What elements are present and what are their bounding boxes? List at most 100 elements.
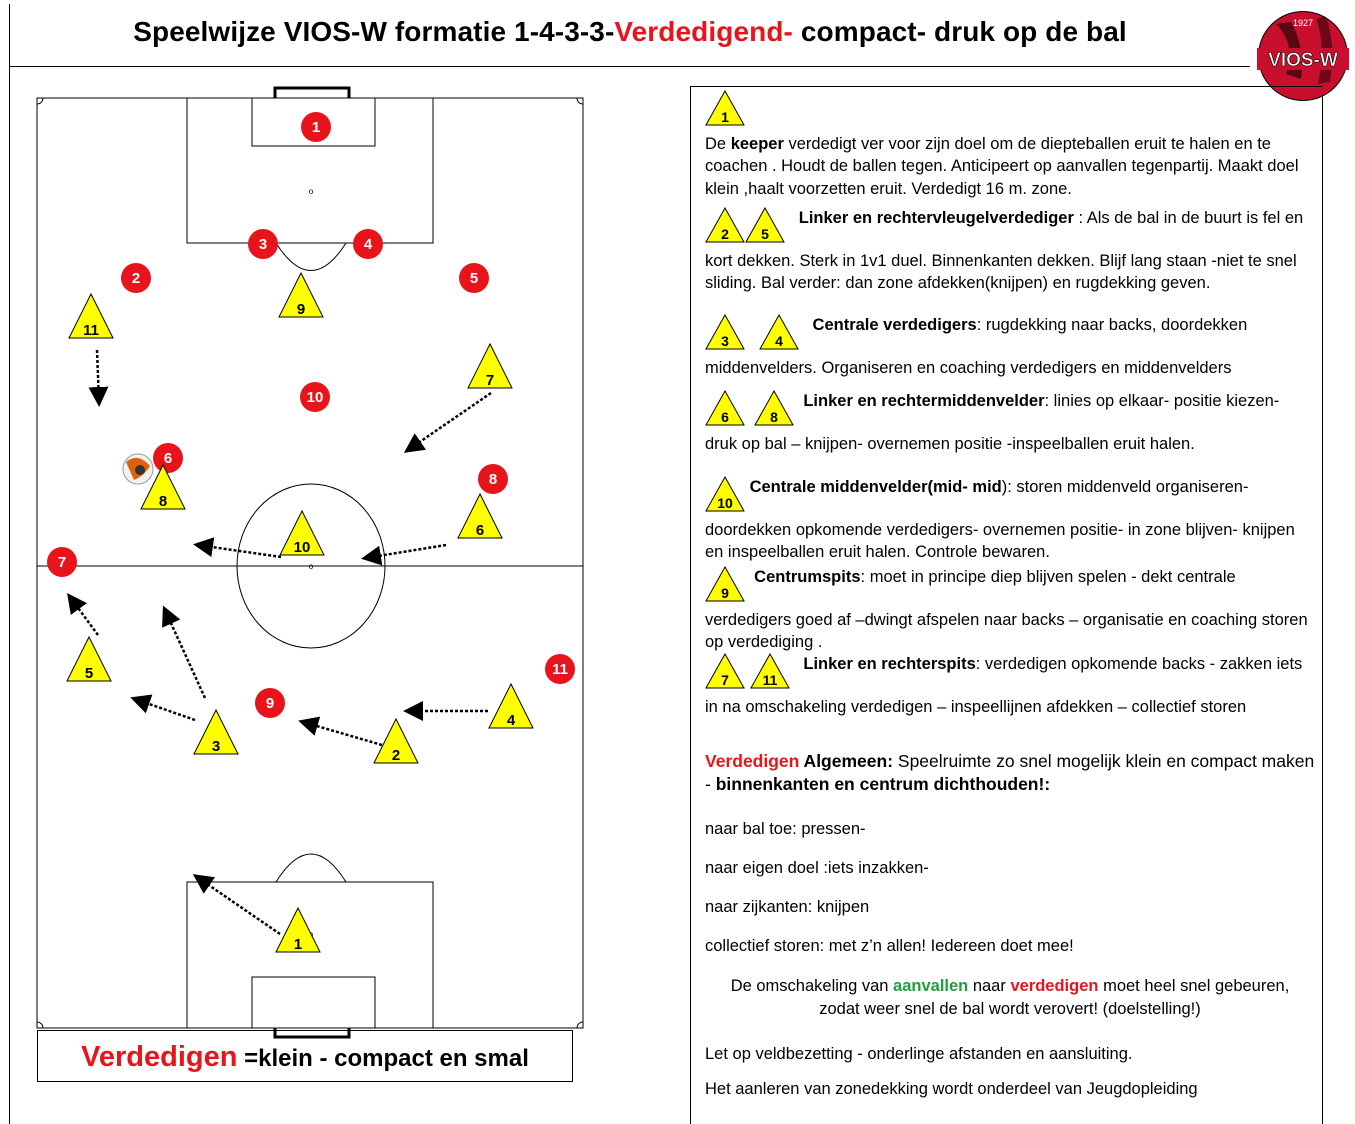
wingers-paragraph: 7 11 Linker en rechterspits: verdedigen … [705,652,1303,716]
rule-press: naar bal toe: pressen- [705,820,866,838]
svg-text:4: 4 [775,333,783,349]
central-mid-paragraph: 10 Centrale middenvelder(mid- mid): stor… [705,475,1295,561]
movement-arrow [162,605,207,699]
movement-arrow [88,349,109,407]
red-player-7: 7 [47,547,77,577]
yellow-player-9: 9 [278,271,324,318]
explanation-panel [690,86,1322,1124]
yellow-player-4: 4 [488,682,534,729]
rule-drop: naar eigen doel :iets inzakken- [705,859,929,877]
red-player-11: 11 [545,654,575,684]
yellow-player-11: 11 [68,292,114,339]
tri-7: 7 [705,652,745,696]
center-circle [236,483,386,649]
svg-text:7: 7 [58,554,66,571]
movement-arrow [192,874,281,936]
bottom-goal [273,1028,351,1039]
svg-text:5: 5 [470,270,478,287]
svg-text:2: 2 [132,270,140,287]
svg-text:5: 5 [85,665,93,682]
caption-box: Verdedigen =klein - compact en smal [37,1030,573,1082]
rule-squeeze: naar zijkanten: knijpen [705,898,870,916]
ball-icon [122,453,154,485]
red-player-1: 1 [301,112,331,142]
svg-text:7: 7 [486,372,494,389]
svg-text:1: 1 [721,109,729,125]
yellow-player-6: 6 [457,492,503,539]
midfielders-paragraph: 6 8 Linker en rechtermiddenvelder: linie… [705,389,1280,453]
centre-backs-paragraph: 3 4 Centrale verdedigers: rugdekking naa… [705,313,1248,377]
page-title: Speelwijze VIOS-W formatie 1-4-3-3-Verde… [133,16,1127,47]
red-player-5: 5 [459,263,489,293]
tri-5: 5 [745,206,785,250]
svg-text:4: 4 [364,236,373,253]
svg-text:VIOS-W: VIOS-W [1268,50,1338,71]
title-underline [10,66,1250,67]
frame-right-border [1322,86,1323,1124]
tri-11: 11 [749,652,790,696]
yellow-player-7: 7 [467,342,513,389]
svg-text:o: o [309,562,314,571]
yellow-player-8: 8 [140,463,186,510]
svg-text:o: o [309,187,314,196]
tri-9: 9 [705,565,745,609]
red-player-6: 6 [153,443,183,473]
svg-text:4: 4 [507,712,516,729]
rule-collective: collectief storen: met z’n allen! Iedere… [705,937,1074,955]
top-goal [273,86,351,98]
svg-text:1: 1 [312,119,320,136]
tri-2: 2 [705,206,745,250]
tri-1: 1 [705,89,745,133]
general-paragraph: Verdedigen Algemeen: Speelruimte zo snel… [705,751,1315,794]
movement-arrow [361,543,447,566]
svg-text:1: 1 [294,936,302,953]
bottom-penalty-area [186,881,434,1029]
tri-10: 10 [705,475,745,519]
svg-text:9: 9 [266,695,274,712]
movement-arrow [193,537,282,559]
yellow-player-5: 5 [66,635,112,682]
red-player-3: 3 [248,229,278,259]
svg-text:5: 5 [761,226,769,242]
tri-6: 6 [705,389,745,433]
tri-4: 4 [758,313,799,357]
yellow-player-10: 10 [279,509,325,556]
yellow-player-3: 3 [193,708,239,755]
movement-arrow [130,694,196,722]
keeper-paragraph: 1 De keeper verdedigt ver voor zijn doel… [705,89,1315,200]
svg-text:2: 2 [721,226,729,242]
club-logo: 1927 VIOS-W [1257,11,1349,101]
red-player-2: 2 [121,263,151,293]
tri-3: 3 [705,313,745,357]
bottom-penalty-arc [275,853,347,883]
movement-arrow [403,391,492,453]
svg-text:6: 6 [721,409,729,425]
svg-text:7: 7 [721,672,729,688]
bottom-goal-area [251,976,376,1029]
svg-text:9: 9 [721,585,729,601]
movement-arrow [67,592,100,636]
svg-text:1927: 1927 [1293,18,1313,28]
svg-text:10: 10 [717,495,733,511]
svg-text:10: 10 [294,539,311,556]
red-player-8: 8 [478,464,508,494]
svg-text:8: 8 [489,471,497,488]
rule-zonal: Het aanleren van zonedekking wordt onder… [705,1080,1198,1098]
yellow-player-1: 1 [275,906,321,953]
svg-text:8: 8 [770,409,778,425]
top-goal-area [251,97,376,147]
svg-text:3: 3 [212,738,220,755]
svg-text:8: 8 [159,493,167,510]
svg-text:3: 3 [259,236,267,253]
red-player-10: 10 [300,382,330,412]
svg-text:2: 2 [392,747,400,764]
svg-text:6: 6 [476,522,484,539]
svg-text:9: 9 [297,301,305,318]
red-player-4: 4 [353,229,383,259]
top-penalty-arc [275,242,347,271]
svg-text:3: 3 [721,333,729,349]
movement-arrow [298,716,383,747]
tri-8: 8 [754,389,795,433]
